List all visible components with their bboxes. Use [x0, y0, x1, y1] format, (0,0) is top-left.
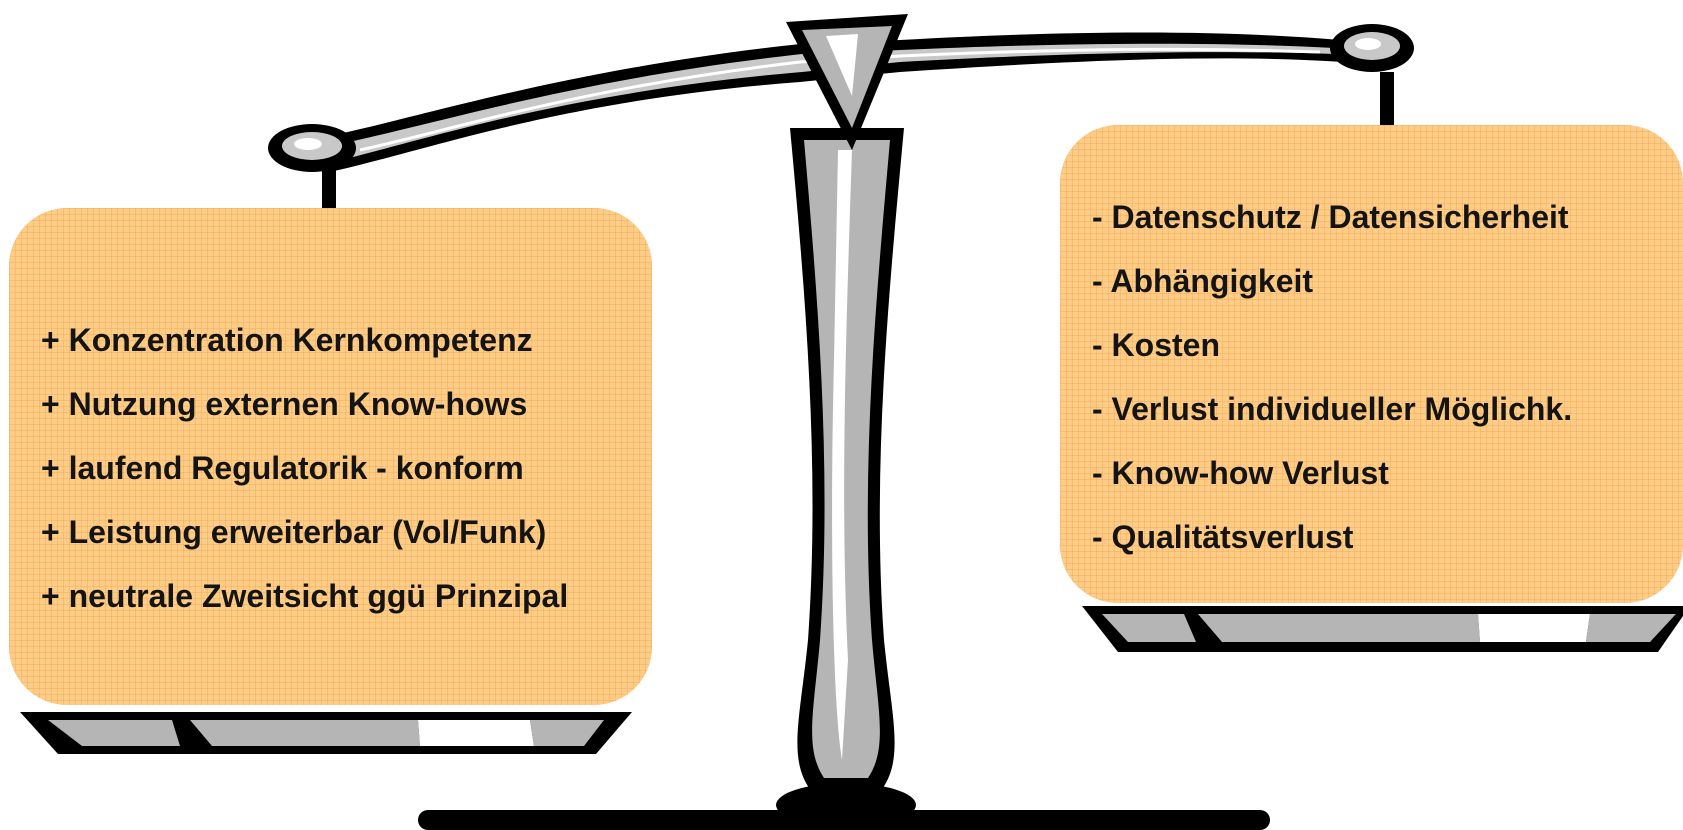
- scale-pillar-highlight: [832, 150, 852, 760]
- cons-box: - Datenschutz / Datensicherheit - Abhäng…: [1060, 125, 1683, 603]
- scale-foot: [776, 783, 916, 827]
- pros-item: + laufend Regulatorik - konform: [41, 450, 524, 486]
- cons-item: - Know-how Verlust: [1092, 455, 1389, 491]
- pros-item: + Nutzung externen Know-hows: [41, 386, 528, 422]
- cons-list: - Datenschutz / Datensicherheit - Abhäng…: [1092, 185, 1683, 569]
- scale-pillar-metal: [804, 140, 890, 778]
- pros-box: + Konzentration Kernkompetenz + Nutzung …: [9, 208, 652, 705]
- left-hanger: [322, 160, 336, 212]
- scale-beam-highlight: [359, 47, 1321, 152]
- cons-item: - Kosten: [1092, 327, 1220, 363]
- cons-item: - Abhängigkeit: [1092, 263, 1314, 299]
- pros-item: + Leistung erweiterbar (Vol/Funk): [41, 514, 547, 550]
- pros-item: + neutrale Zweitsicht ggü Prinzipal: [41, 578, 569, 614]
- cons-item: - Qualitätsverlust: [1092, 519, 1354, 555]
- right-hanger: [1380, 72, 1394, 128]
- cons-item: - Datenschutz / Datensicherheit: [1092, 199, 1569, 235]
- cons-item: - Verlust individueller Möglichk.: [1092, 391, 1573, 427]
- pros-list: + Konzentration Kernkompetenz + Nutzung …: [41, 308, 652, 628]
- pros-item: + Konzentration Kernkompetenz: [41, 322, 533, 358]
